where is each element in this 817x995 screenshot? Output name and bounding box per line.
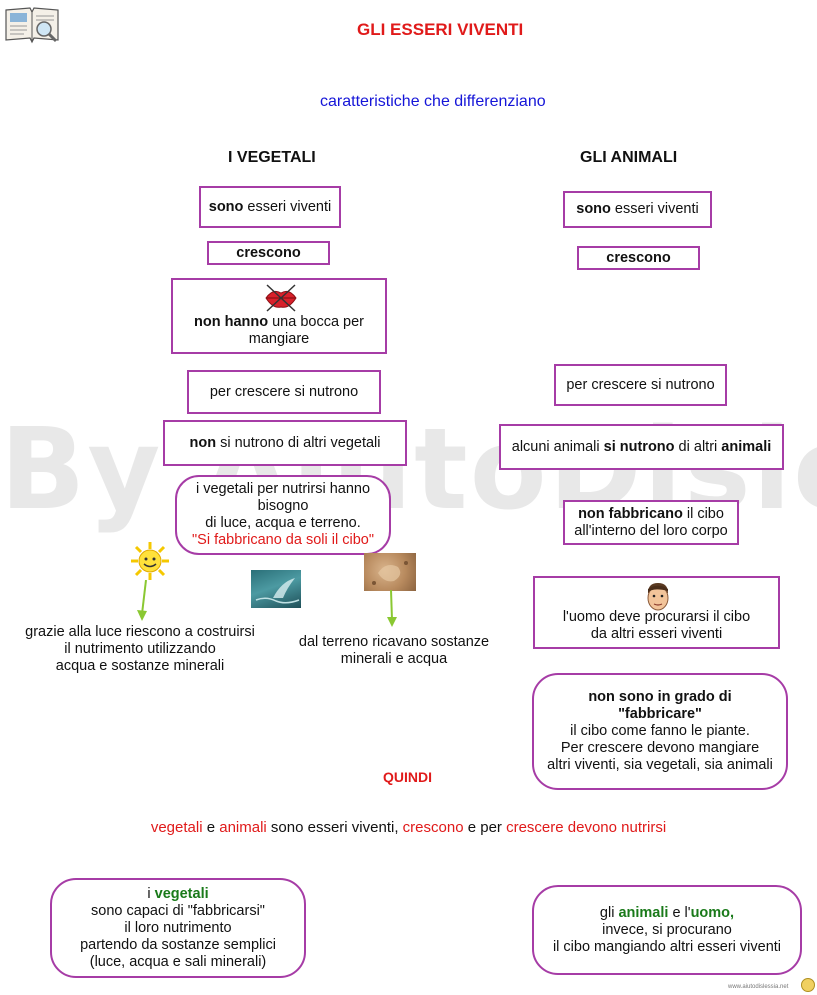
- veg-terreno-line2: minerali e acqua: [340, 651, 448, 667]
- bl-line2: sono capaci di "fabbricarsi": [91, 902, 265, 919]
- veg-non-text: si nutrono di altri vegetali: [216, 434, 381, 451]
- veg-nutrirsi-line4: "Si fabbricano da soli il cibo": [192, 532, 374, 548]
- quindi-label: QUINDI: [383, 769, 432, 785]
- br-mid: e l': [668, 904, 691, 921]
- veg-luce-line3: acqua e sostanze minerali: [55, 658, 225, 674]
- bl-line5: (luce, acqua e sali minerali): [89, 953, 267, 970]
- bl-pre: i: [147, 885, 155, 902]
- summary-crescono: crescono: [402, 819, 464, 836]
- veg-luce-line2: il nutrimento utilizzando: [64, 641, 216, 657]
- book-logo-icon: [4, 4, 60, 44]
- ani-sono-text: esseri viventi: [610, 201, 699, 217]
- bottom-right-box: gli animali e l'uomo, invece, si procura…: [532, 885, 802, 975]
- water-image: [251, 570, 301, 608]
- ani-alcuni-box: alcuni animali si nutrono di altri anima…: [499, 424, 784, 470]
- veg-luce-text: grazie alla luce riescono a costruirsi i…: [10, 624, 270, 675]
- ani-grado-line3: il cibo come fanno le piante.: [570, 723, 750, 739]
- br-animali: animali: [618, 904, 669, 921]
- br-line2: invece, si procurano: [602, 921, 732, 938]
- soil-arrow-icon: [387, 590, 397, 627]
- veg-sono-box: sono esseri viventi: [199, 186, 341, 228]
- ani-nutrono-text: per crescere si nutrono: [566, 376, 715, 393]
- br-line3: il cibo mangiando altri esseri viventi: [552, 938, 782, 955]
- ani-sono-bold: sono: [576, 201, 611, 217]
- veg-nutrono-box: per crescere si nutrono: [187, 370, 381, 414]
- br-pre: gli: [599, 904, 619, 921]
- veg-nutrono-text: per crescere si nutrono: [209, 383, 359, 400]
- ani-alcuni-bold2: animali: [721, 438, 772, 455]
- footer-url[interactable]: www.aiutodislessia.net: [728, 984, 789, 990]
- veg-terreno-text: dal terreno ricavano sostanze minerali e…: [288, 634, 500, 668]
- veg-terreno-line1: dal terreno ricavano sostanze: [298, 634, 490, 650]
- ani-fabbricano-text: il cibo: [682, 505, 724, 522]
- ani-alcuni-text-a: alcuni animali: [511, 438, 604, 455]
- ani-grado-line1: non sono in grado di: [588, 689, 732, 705]
- bottom-left-box: i vegetali sono capaci di "fabbricarsi" …: [50, 878, 306, 978]
- veg-nutrirsi-line3: di luce, acqua e terreno.: [205, 515, 361, 531]
- summary-animali: animali: [219, 819, 267, 836]
- page-subtitle: caratteristiche che differenziano: [320, 93, 546, 110]
- footer-logo-icon: [801, 978, 815, 992]
- veg-non-bold: non: [189, 434, 217, 451]
- soil-image: [364, 553, 416, 591]
- ani-sono-box: sono esseri viventi: [563, 191, 712, 228]
- veg-bocca-bold: non hanno: [193, 314, 269, 330]
- bl-line3: il loro nutrimento: [124, 919, 232, 936]
- ani-uomo-line2: da altri esseri viventi: [590, 626, 723, 642]
- ani-fabbricano-box: non fabbricano il cibo all'interno del l…: [563, 500, 739, 545]
- ani-nutrono-box: per crescere si nutrono: [554, 364, 727, 406]
- summary-line: vegetali e animali sono esseri viventi, …: [0, 819, 817, 836]
- bl-vegetali: vegetali: [154, 885, 209, 902]
- ani-fabbricano-bold: non fabbricano: [578, 505, 683, 522]
- veg-crescono-text: crescono: [236, 244, 301, 261]
- page-title: GLI ESSERI VIVENTI: [357, 20, 524, 39]
- summary-per: e per: [463, 819, 507, 836]
- ani-crescono-text: crescono: [606, 249, 671, 266]
- ani-fabbricano-line2: all'interno del loro corpo: [574, 522, 728, 539]
- ani-grado-line4: Per crescere devono mangiare: [560, 740, 760, 756]
- bl-line4: partendo da sostanze semplici: [80, 936, 276, 953]
- sun-icon: [130, 541, 170, 581]
- veg-nutrirsi-line2: bisogno: [257, 498, 309, 514]
- veg-nutrirsi-box: i vegetali per nutrirsi hanno bisogno di…: [175, 475, 391, 555]
- veg-crescono-box: crescono: [207, 241, 330, 265]
- summary-crescere: crescere devono nutrirsi: [506, 819, 667, 836]
- ani-uomo-box: l'uomo deve procurarsi il cibo da altri …: [533, 576, 780, 649]
- veg-bocca-text: una bocca per mangiare: [248, 314, 365, 347]
- ani-grado-line5: altri viventi, sia vegetali, sia animali: [547, 757, 773, 773]
- ani-alcuni-bold: si nutrono: [603, 438, 675, 455]
- summary-mid: sono esseri viventi,: [266, 819, 403, 836]
- man-face-icon: [647, 583, 669, 611]
- br-uomo: uomo,: [690, 904, 735, 921]
- heading-vegetali: I VEGETALI: [228, 149, 316, 166]
- veg-sono-text: esseri viventi: [243, 198, 332, 215]
- ani-uomo-line1: l'uomo deve procurarsi il cibo: [562, 609, 751, 625]
- ani-grado-box: non sono in grado di "fabbricare" il cib…: [532, 673, 788, 790]
- ani-crescono-box: crescono: [577, 246, 700, 270]
- ani-grado-line2: "fabbricare": [618, 706, 702, 722]
- heading-animali: GLI ANIMALI: [580, 149, 678, 166]
- summary-vegetali: vegetali: [150, 819, 203, 836]
- veg-bocca-box: non hanno una bocca per mangiare: [171, 278, 387, 354]
- veg-sono-bold: sono: [208, 198, 244, 215]
- crossed-mouth-icon: [265, 284, 297, 312]
- veg-non-box: non si nutrono di altri vegetali: [163, 420, 407, 466]
- ani-alcuni-text-b: di altri: [674, 438, 722, 455]
- summary-and: e: [202, 819, 220, 836]
- veg-nutrirsi-line1: i vegetali per nutrirsi hanno: [195, 481, 371, 497]
- sun-arrow-icon: [137, 580, 147, 621]
- veg-luce-line1: grazie alla luce riescono a costruirsi: [25, 624, 255, 640]
